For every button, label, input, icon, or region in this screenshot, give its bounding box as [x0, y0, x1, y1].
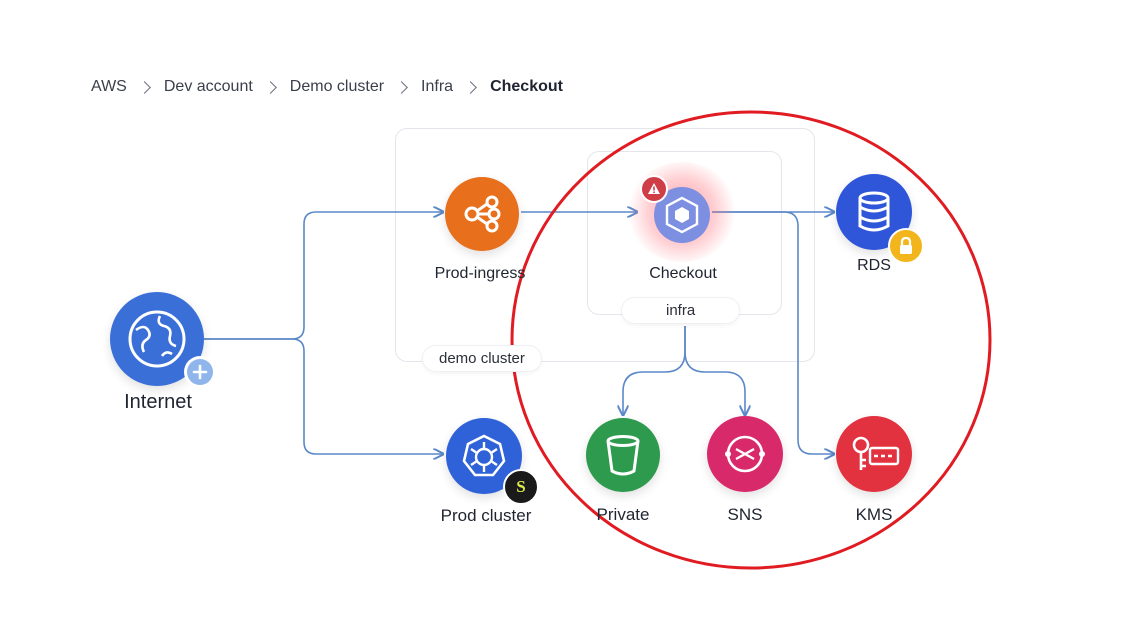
key-icon: [836, 416, 912, 492]
label-prod-ingress: Prod-ingress: [434, 265, 526, 282]
node-checkout[interactable]: [627, 162, 737, 266]
add-plus-icon[interactable]: [184, 356, 216, 388]
node-sns[interactable]: [707, 416, 783, 492]
breadcrumb-aws[interactable]: AWS: [91, 78, 127, 95]
label-internet: Internet: [124, 391, 192, 413]
breadcrumb-current-checkout: Checkout: [490, 78, 563, 95]
node-private[interactable]: [586, 418, 660, 492]
infra-label[interactable]: infra: [622, 298, 740, 323]
sysdig-s-icon[interactable]: S: [503, 469, 539, 505]
edge-infra-to-sns: [684, 326, 745, 414]
label-kms: KMS: [855, 505, 893, 524]
bucket-icon: [586, 418, 660, 492]
node-prod-cluster[interactable]: S: [446, 418, 539, 505]
edge-checkout-to-kms: [712, 211, 833, 454]
breadcrumb-demo-cluster[interactable]: Demo cluster: [289, 78, 385, 95]
edge-internet-to-prod-cluster: [204, 338, 442, 454]
node-internet[interactable]: [110, 292, 216, 388]
node-rds[interactable]: [836, 174, 924, 264]
globe-icon: [110, 292, 204, 386]
breadcrumb: AWS Dev account Demo cluster Infra Check…: [91, 78, 563, 96]
node-kms[interactable]: [836, 416, 912, 492]
warning-icon[interactable]: [640, 175, 668, 203]
database-icon: [836, 174, 912, 250]
demo-cluster-label[interactable]: demo cluster: [423, 346, 541, 371]
edge-internet-to-prod-ingress: [204, 212, 442, 340]
sns-topic-icon: [707, 416, 783, 492]
breadcrumb-dev-account[interactable]: Dev account: [163, 78, 253, 95]
label-sns: SNS: [727, 505, 763, 524]
edge-infra-to-private: [623, 326, 686, 414]
lock-icon[interactable]: [888, 228, 924, 264]
label-rds: RDS: [857, 257, 891, 274]
label-checkout: Checkout: [649, 265, 717, 282]
demo-cluster-group[interactable]: [395, 128, 815, 362]
label-prod-cluster: Prod cluster: [440, 506, 532, 525]
share-nodes-icon: [445, 177, 519, 251]
breadcrumb-infra[interactable]: Infra: [421, 78, 454, 95]
node-prod-ingress[interactable]: [445, 177, 519, 251]
highlight-ring: [510, 110, 992, 570]
label-private: Private: [596, 505, 650, 524]
